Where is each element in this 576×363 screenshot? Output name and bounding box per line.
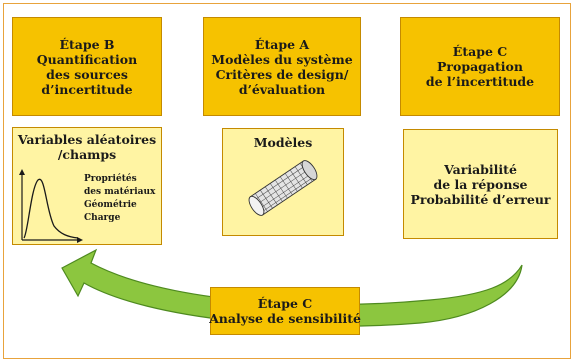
step-b-line: des sources bbox=[46, 66, 128, 82]
mesh-cylinder-icon bbox=[248, 160, 318, 216]
step-c-title: Étape C bbox=[452, 44, 508, 59]
variables-box: Variables aléatoires /champs bbox=[12, 127, 162, 245]
sensitivity-title: Étape C bbox=[257, 296, 313, 311]
variables-title: Variables aléatoires bbox=[17, 132, 157, 147]
step-b-line: Quantification bbox=[36, 51, 138, 67]
step-c-line: de l’incertitude bbox=[425, 74, 535, 89]
step-a-line: Modèles du système bbox=[211, 51, 353, 67]
step-b-line: d’incertitude bbox=[41, 81, 133, 97]
response-line: Probabilité d’erreur bbox=[410, 191, 551, 207]
response-box: Variabilité de la réponse Probabilité d’… bbox=[403, 129, 558, 239]
step-sensitivity-box: Étape C Analyse de sensibilité bbox=[209, 287, 361, 335]
step-a-title: Étape A bbox=[254, 36, 310, 52]
models-title: Modèles bbox=[253, 135, 313, 150]
step-a-line: Critères de design/ bbox=[215, 66, 349, 82]
variables-item: des matériaux bbox=[84, 186, 156, 197]
step-a-line: d’évaluation bbox=[238, 81, 326, 97]
step-b-title: Étape B bbox=[59, 36, 115, 52]
variables-item: Propriétés bbox=[84, 173, 137, 184]
probability-density-curve-icon bbox=[19, 169, 83, 243]
step-c-line: Propagation bbox=[437, 59, 523, 74]
step-c-box: Étape C Propagation de l’incertitude bbox=[400, 17, 560, 116]
variables-title: /champs bbox=[57, 147, 117, 162]
variables-item: Charge bbox=[84, 213, 121, 223]
sensitivity-line: Analyse de sensibilité bbox=[209, 311, 361, 326]
step-b-box: Étape B Quantification des sources d’inc… bbox=[12, 17, 162, 116]
variables-item: Géométrie bbox=[84, 199, 137, 210]
response-line: de la réponse bbox=[433, 176, 528, 192]
step-a-box: Étape A Modèles du système Critères de d… bbox=[203, 17, 361, 116]
response-line: Variabilité bbox=[444, 161, 517, 177]
